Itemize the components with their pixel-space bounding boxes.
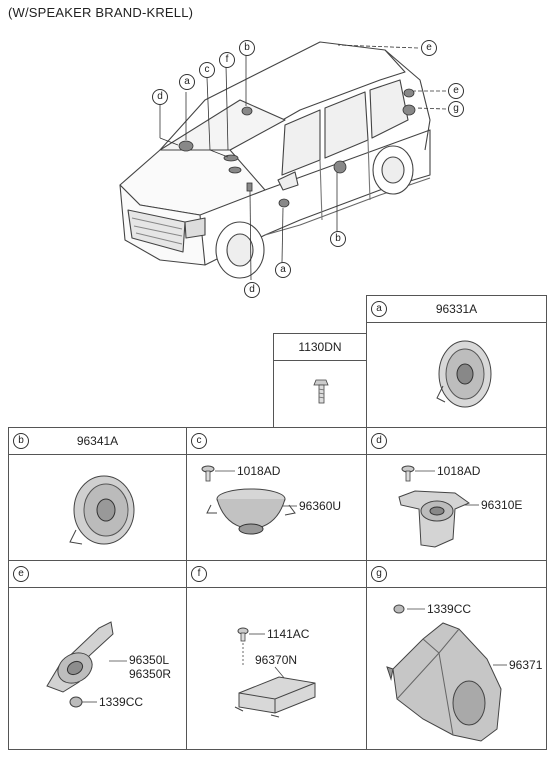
car-illustration bbox=[119, 41, 447, 281]
amplifier-96370n-icon bbox=[234, 676, 316, 718]
part-number-96350r: 96350R bbox=[129, 667, 172, 681]
part-number-96360u: 96360U bbox=[299, 499, 342, 513]
bolt-icon bbox=[313, 379, 329, 404]
panel-f-header: f bbox=[187, 561, 366, 588]
tweeter-96310e-icon bbox=[398, 490, 471, 548]
part-number-1339cc-e: 1339CC bbox=[99, 695, 144, 709]
part-number-1130dn: 1130DN bbox=[298, 340, 342, 354]
callout-g-mid: g bbox=[448, 101, 464, 117]
panel-b: b 96341A bbox=[8, 427, 187, 561]
callout-c-top: c bbox=[199, 62, 215, 78]
leader-lines-f bbox=[249, 633, 286, 680]
panel-e: e 96350L 96350R 1339CC bbox=[8, 560, 187, 750]
leader-lines-d bbox=[415, 470, 479, 506]
callout-d-top: d bbox=[152, 89, 168, 105]
panel-c-header: c bbox=[187, 428, 366, 455]
speaker-96341a-icon bbox=[69, 475, 135, 545]
callout-a-bottom: a bbox=[275, 262, 291, 278]
leader-lines-g bbox=[407, 608, 507, 666]
callout-d-bottom: d bbox=[244, 282, 260, 298]
panel-g-header: g bbox=[367, 561, 546, 588]
panel-a-letter: a bbox=[371, 301, 387, 317]
callout-b-top: b bbox=[239, 40, 255, 56]
panel-d-header: d bbox=[367, 428, 546, 455]
part-number-1141ac: 1141AC bbox=[267, 627, 310, 641]
panel-b-letter: b bbox=[13, 433, 29, 449]
speaker-96350-icon bbox=[46, 621, 114, 693]
clip-icon-e bbox=[69, 696, 83, 708]
callout-e-top: e bbox=[421, 40, 437, 56]
part-number-96370n: 96370N bbox=[255, 653, 298, 667]
screw-icon-f bbox=[237, 627, 249, 667]
part-number-96341a: 96341A bbox=[76, 434, 119, 448]
part-number-96350l: 96350L bbox=[129, 653, 170, 667]
speaker-96331a-icon bbox=[436, 340, 492, 408]
screw-icon bbox=[201, 465, 215, 482]
panel-1130dn: 1130DN bbox=[273, 333, 367, 428]
subwoofer-96371-icon bbox=[386, 622, 502, 742]
panel-d: d 1018AD 96310E bbox=[366, 427, 547, 561]
panel-g: g 1339CC 96371 bbox=[366, 560, 547, 750]
part-number-96371: 96371 bbox=[509, 658, 543, 672]
callout-f-top: f bbox=[219, 52, 235, 68]
panel-g-letter: g bbox=[371, 566, 387, 582]
panel-e-letter: e bbox=[13, 566, 29, 582]
panel-b-header: b 96341A bbox=[9, 428, 186, 455]
callout-a-top: a bbox=[179, 74, 195, 90]
panel-1130dn-header: 1130DN bbox=[274, 334, 366, 361]
page-title: (W/SPEAKER BRAND-KRELL) bbox=[8, 5, 194, 20]
part-number-1018ad-d: 1018AD bbox=[437, 464, 481, 478]
callout-e-mid: e bbox=[448, 83, 464, 99]
screw-icon-d bbox=[401, 465, 415, 482]
part-number-1339cc-g: 1339CC bbox=[427, 602, 472, 616]
panel-c: c 1018AD 96360U bbox=[186, 427, 367, 561]
panel-d-letter: d bbox=[371, 433, 387, 449]
part-number-1018ad-c: 1018AD bbox=[237, 464, 281, 478]
leader-lines-e bbox=[81, 660, 127, 703]
part-number-96310e: 96310E bbox=[481, 498, 523, 512]
panel-e-header: e bbox=[9, 561, 186, 588]
panel-f-letter: f bbox=[191, 566, 207, 582]
panel-f: f 1141AC 96370N bbox=[186, 560, 367, 750]
callout-b-side: b bbox=[330, 231, 346, 247]
part-number-96331a: 96331A bbox=[435, 302, 478, 316]
panel-a-header: a 96331A bbox=[367, 296, 546, 323]
panel-c-letter: c bbox=[191, 433, 207, 449]
panel-a: a 96331A bbox=[366, 295, 547, 428]
speaker-96360u-icon bbox=[206, 488, 296, 535]
clip-icon-g bbox=[393, 604, 405, 614]
